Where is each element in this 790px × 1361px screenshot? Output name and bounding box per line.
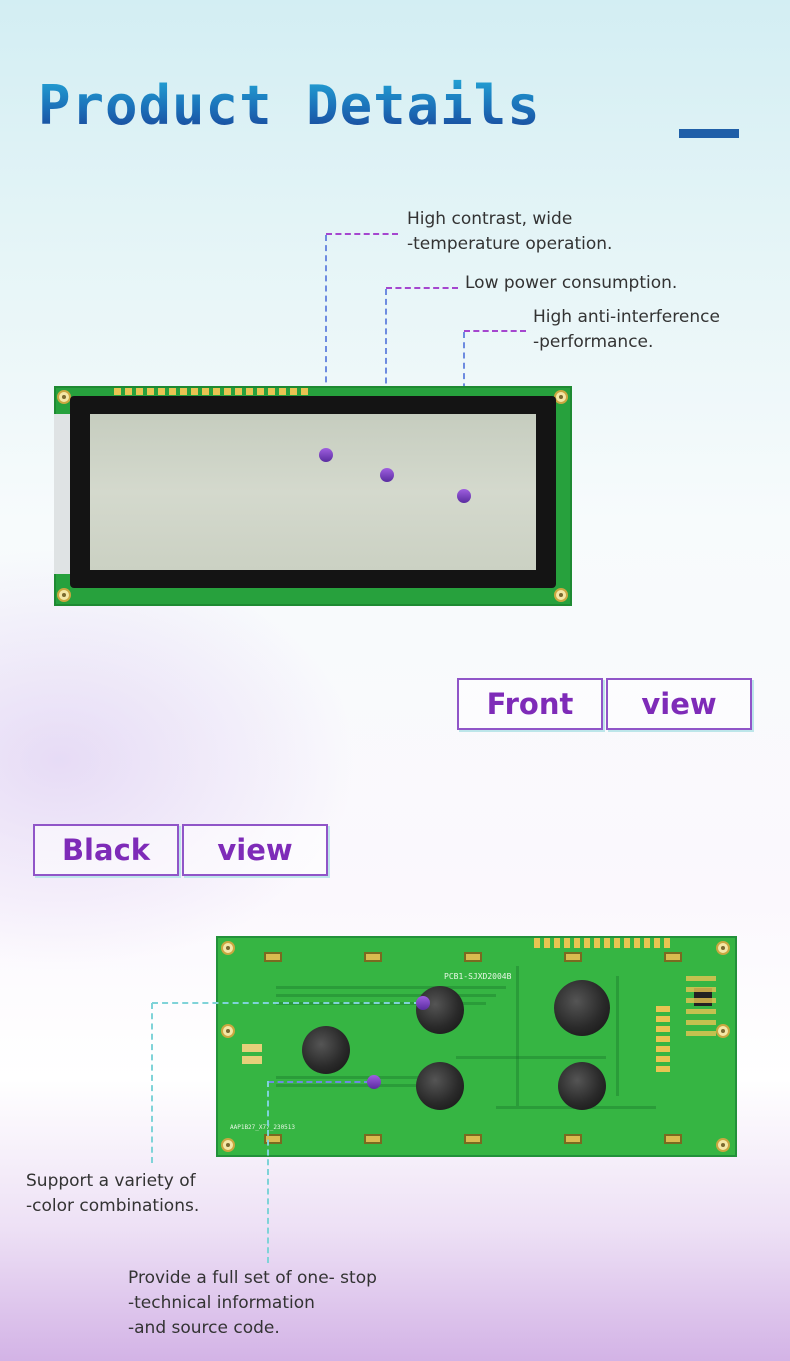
callout-dot xyxy=(416,996,430,1010)
front-note-contrast: High contrast, wide -temperature operati… xyxy=(407,209,613,254)
front-note-interference: High anti-interference -performance. xyxy=(533,307,720,352)
callout-line-2-v xyxy=(385,289,387,472)
lcd-pin-header xyxy=(114,388,309,395)
callout-line-1-h xyxy=(326,233,398,235)
cob-chip-u3 xyxy=(416,986,464,1034)
lcd-back-pcb: PCB1-SJXD2004B AAP1B27_X77_230513 xyxy=(216,936,737,1157)
callout-dot xyxy=(380,468,394,482)
page-title: Product Details xyxy=(38,74,541,137)
back-note-colors: Support a variety of -color combinations… xyxy=(26,1171,200,1216)
front-view-label-word2: view xyxy=(606,678,752,730)
back-view-label-word1: Black xyxy=(33,824,179,876)
mount-hole xyxy=(57,390,71,404)
mount-hole xyxy=(554,390,568,404)
lcd-front-module xyxy=(54,386,572,606)
pcb-model-silkscreen: PCB1-SJXD2004B xyxy=(444,972,512,981)
back-view-label-word2: view xyxy=(182,824,328,876)
callout-line-2-h xyxy=(386,287,458,289)
pcb-code-silkscreen: AAP1B27_X77_230513 xyxy=(230,1124,296,1131)
mount-hole xyxy=(57,588,71,602)
front-view-label-word1: Front xyxy=(457,678,603,730)
back-callout-line-2-v xyxy=(267,1081,269,1263)
back-callout-line-1-v xyxy=(151,1003,153,1163)
cob-chip-u6 xyxy=(416,1062,464,1110)
backlight-edge xyxy=(54,414,70,574)
lcd-bezel xyxy=(70,396,556,588)
callout-dot xyxy=(457,489,471,503)
back-pin-header xyxy=(534,938,674,948)
mount-hole xyxy=(716,1024,730,1038)
mount-hole xyxy=(221,1138,235,1152)
mount-hole xyxy=(554,588,568,602)
mount-hole xyxy=(716,941,730,955)
cob-chip-u5 xyxy=(558,1062,606,1110)
cob-chip-u4 xyxy=(302,1026,350,1074)
callout-line-1-v xyxy=(325,235,327,453)
mount-hole xyxy=(221,1024,235,1038)
back-callout-line-2-h xyxy=(268,1081,370,1083)
back-note-support: Provide a full set of one- stop -technic… xyxy=(128,1268,377,1338)
mount-hole xyxy=(221,941,235,955)
front-note-power: Low power consumption. xyxy=(465,273,678,293)
title-accent-bar xyxy=(679,129,739,138)
mount-hole xyxy=(716,1138,730,1152)
callout-dot xyxy=(367,1075,381,1089)
callout-line-3-h xyxy=(464,330,526,332)
callout-dot xyxy=(319,448,333,462)
back-callout-line-1-h xyxy=(152,1002,420,1004)
cob-chip-u2 xyxy=(554,980,610,1036)
